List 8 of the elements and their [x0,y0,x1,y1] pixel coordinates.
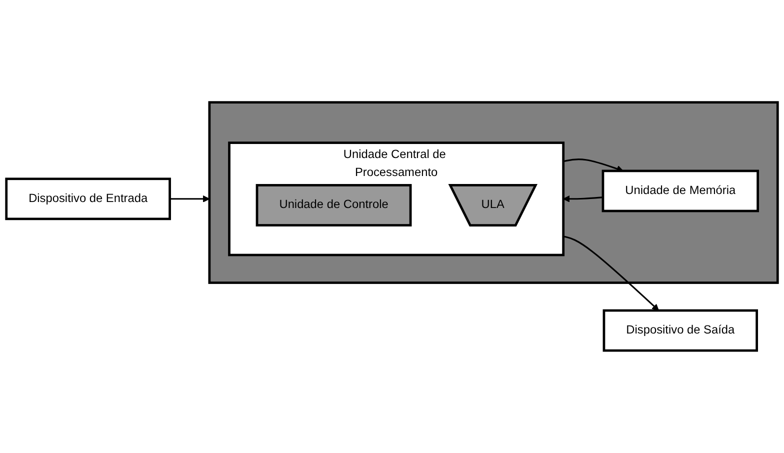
arrow [563,236,659,311]
node-box: Unidade de Controle [256,184,412,226]
cluster [208,101,779,284]
node-box: Unidade de Memória [602,170,759,212]
node-box: Dispositivo de Saída [602,309,758,352]
arrow [170,195,210,202]
node-box: Dispositivo de Entrada [5,178,171,220]
arrow [563,195,604,202]
